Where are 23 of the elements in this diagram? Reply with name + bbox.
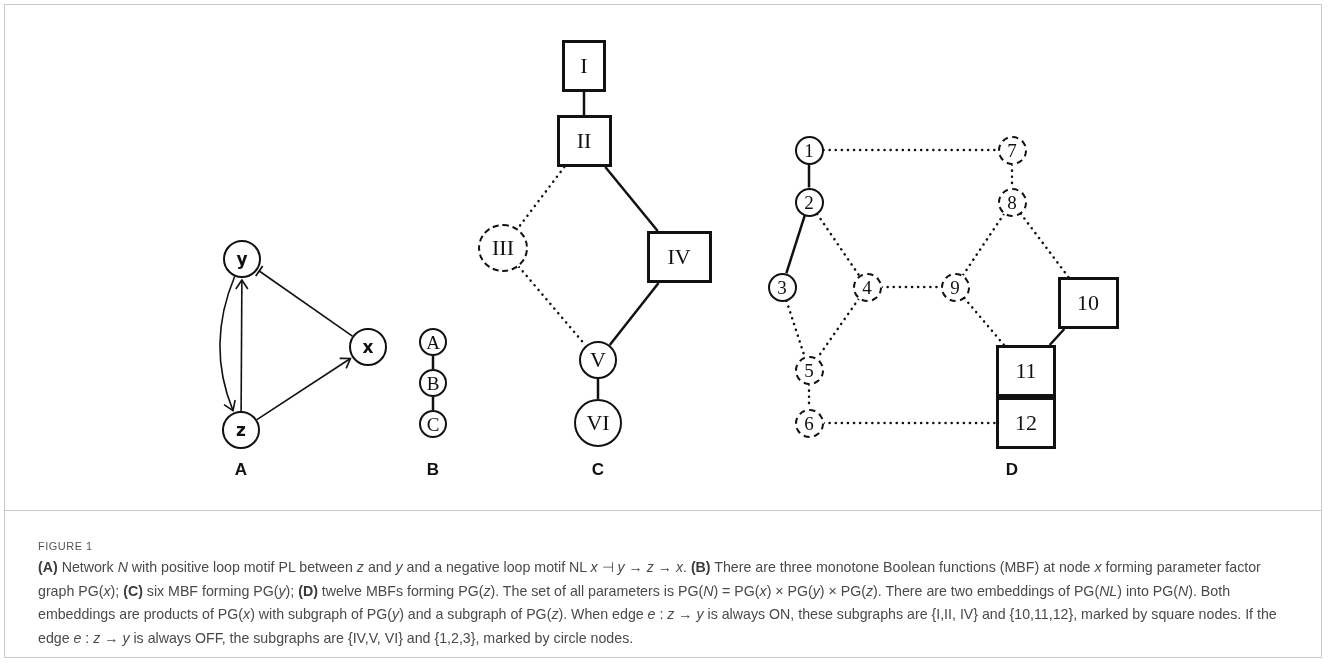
connector-line xyxy=(807,164,811,188)
connector-line xyxy=(785,215,806,274)
arrow xyxy=(219,275,237,412)
figure-label: FIGURE 1 xyxy=(38,540,93,552)
arrow xyxy=(256,357,352,421)
connector-line xyxy=(596,379,600,399)
square-node: IV xyxy=(646,231,712,283)
square-node: 11 xyxy=(996,345,1056,397)
square-node: II xyxy=(556,115,612,167)
square-node: 12 xyxy=(996,397,1056,449)
connector-line xyxy=(1048,328,1066,346)
square-node: 10 xyxy=(1057,277,1119,329)
caption: (A) Network N with positive loop motif PL between z and y and a negative loop motif NL x ⊣ y → z → x. (B) There are three monotone Boolean functions (MBF) at node x forming parameter factor graph PG(x); (C) six MBF forming PG(y); (D) twelve MBFs forming PG(z). The set of all parameters is PG(N) = PG(x) × PG(y) × PG(z). There are two embeddings of PG(NL) into PG(N). Both embeddings are products of PG(x) with subgraph of PG(y) and a subgraph of PG(z). When edge e : z → y is always ON, these subgraphs are {I,II, IV} and {10,11,12}, marked by square nodes. If the edge e : z → y is always OFF, the subgraphs are {IV,V, VI} and {1,2,3}, marked by circle nodes. xyxy=(38,558,1278,648)
panel-letter: C xyxy=(591,460,605,480)
arrow xyxy=(235,279,249,412)
connector-line xyxy=(608,282,660,346)
panel-letter: B xyxy=(426,460,440,480)
square-node: I xyxy=(562,40,606,92)
dotted-line xyxy=(516,165,566,230)
panel-letter: A xyxy=(234,460,248,480)
panel-letter: D xyxy=(1005,460,1019,480)
connector-line xyxy=(582,92,586,115)
connector-line xyxy=(604,166,659,232)
